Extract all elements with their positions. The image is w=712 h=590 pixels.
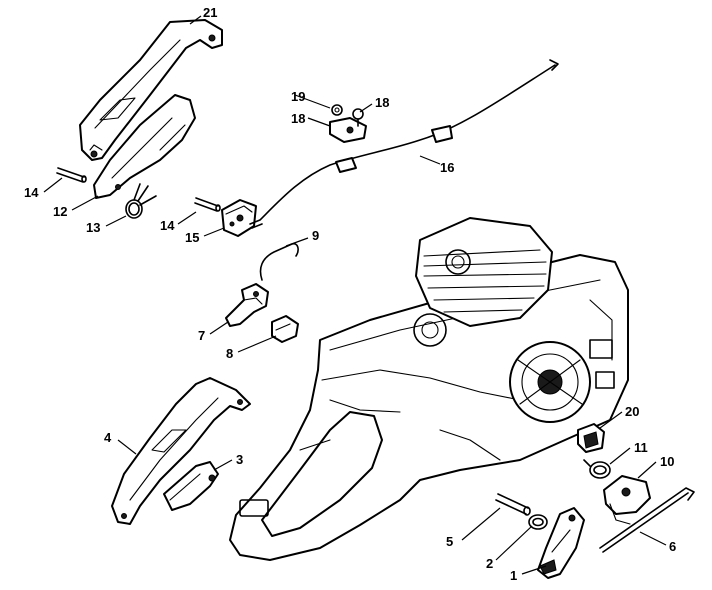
leader-lines <box>43 15 667 575</box>
part-11-spring <box>583 459 611 479</box>
callout-4: 4 <box>104 430 112 445</box>
part-1-brake-lever <box>537 507 585 579</box>
callout-12: 12 <box>53 204 67 219</box>
part-20-bushing <box>577 423 605 453</box>
part-12-handle-shell <box>93 94 196 199</box>
callout-11: 11 <box>634 440 648 455</box>
part-9-wire-link <box>259 242 299 281</box>
part-6-rod <box>599 487 695 553</box>
part-7-lever <box>225 283 269 327</box>
callout-5: 5 <box>446 534 453 549</box>
callouts: 21 19 18 18 16 14 12 13 14 15 9 7 8 4 3 … <box>24 5 676 583</box>
part-13-spring <box>125 183 157 219</box>
part-16-throttle-cable <box>249 59 559 229</box>
callout-20: 20 <box>625 404 639 419</box>
callout-9: 9 <box>312 228 319 243</box>
callout-21: 21 <box>203 5 217 20</box>
callout-1: 1 <box>510 568 517 583</box>
part-18-screw <box>352 108 364 127</box>
callout-17: 18 <box>291 111 305 126</box>
part-19-nut <box>331 104 343 116</box>
main-housing <box>229 217 629 561</box>
part-2-ring <box>528 514 548 530</box>
callout-14-right: 14 <box>160 218 175 233</box>
part-8-spring-clip <box>271 315 299 343</box>
part-17-bracket <box>329 117 367 143</box>
callout-7: 7 <box>198 328 205 343</box>
callout-10: 10 <box>660 454 674 469</box>
callout-3: 3 <box>236 452 243 467</box>
callout-2: 2 <box>486 556 493 571</box>
part-10-lever <box>603 475 651 525</box>
part-3-cover <box>163 461 219 511</box>
part-14-pin-left <box>56 167 87 183</box>
part-5-pin <box>495 493 531 516</box>
callout-13: 13 <box>86 220 100 235</box>
part-21-handle-shell <box>79 19 223 161</box>
callout-19: 19 <box>291 89 305 104</box>
part-14-pin-right <box>194 197 221 212</box>
callout-15: 15 <box>185 230 199 245</box>
callout-6: 6 <box>669 539 676 554</box>
callout-16: 16 <box>440 160 454 175</box>
part-4-grip <box>111 377 251 525</box>
callout-14-left: 14 <box>24 185 39 200</box>
callout-8: 8 <box>226 346 233 361</box>
part-15-trigger-block <box>221 199 257 237</box>
callout-18: 18 <box>375 95 389 110</box>
